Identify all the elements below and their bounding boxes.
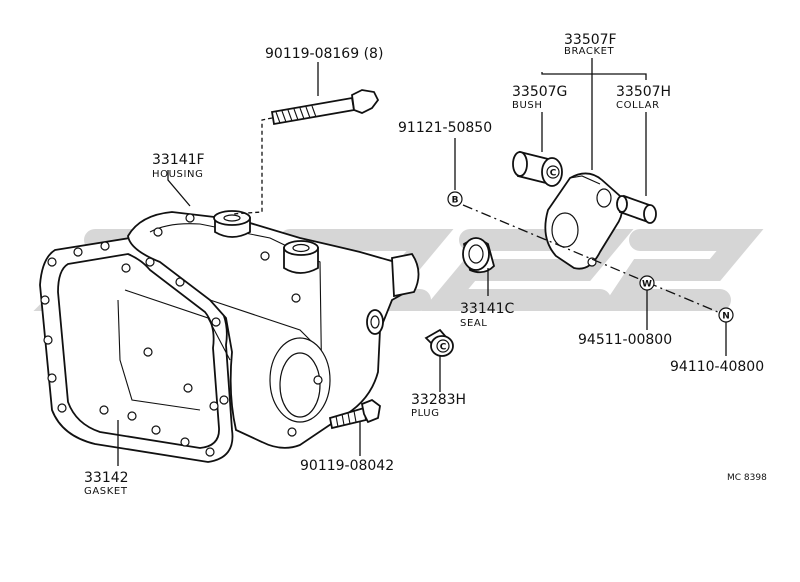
symbol-c-bush-icon: C [546,165,560,179]
label-collar-name: COLLAR [616,100,660,111]
short-bolt-drawing [328,398,381,430]
label-seal-part-no: 33141C [460,301,515,317]
symbol-n-icon: N [718,307,734,323]
housing-drawing [117,210,420,449]
symbol-c-plug-icon: C [436,339,450,353]
label-bracket-part-no: 33507F [564,32,617,48]
seal-drawing [462,237,496,274]
label-gasket-name: GASKET [84,486,128,497]
label-bolt-long-part-no: 90119-08169 (8) [265,46,383,62]
label-washer-b-part-no: 91121-50850 [398,120,492,136]
label-washer-w-part-no: 94511-00800 [578,332,672,348]
svg-text:W: W [642,280,652,290]
long-bolt-drawing [231,89,380,215]
symbol-w-icon: W [639,275,655,291]
label-plug-name: PLUG [411,408,440,419]
label-nut-n-part-no: 94110-40800 [670,359,764,375]
collar-drawing [616,194,657,224]
symbol-b-icon: B [447,191,463,207]
label-bush-part-no: 33507G [512,84,567,100]
assembly-axis-line [462,204,726,316]
label-seal-name: SEAL [460,318,487,329]
label-bush-name: BUSH [512,100,542,111]
label-bolt-short-part-no: 90119-08042 [300,458,394,474]
svg-text:N: N [722,312,730,322]
leader-lines [117,58,727,466]
svg-text:C: C [440,343,447,353]
label-gasket-part-no: 33142 [84,470,129,486]
label-plug-part-no: 33283H [411,392,466,408]
gasket-drawing [39,237,234,463]
svg-text:C: C [550,169,557,179]
footer-code: MC 8398 [727,473,767,483]
label-collar-part-no: 33507H [616,84,671,100]
label-housing-name: HOUSING [152,169,203,180]
label-housing-part-no: 33141F [152,152,205,168]
label-bracket-name: BRACKET [564,46,615,57]
svg-text:B: B [452,196,459,206]
bracket-drawing [544,172,624,270]
